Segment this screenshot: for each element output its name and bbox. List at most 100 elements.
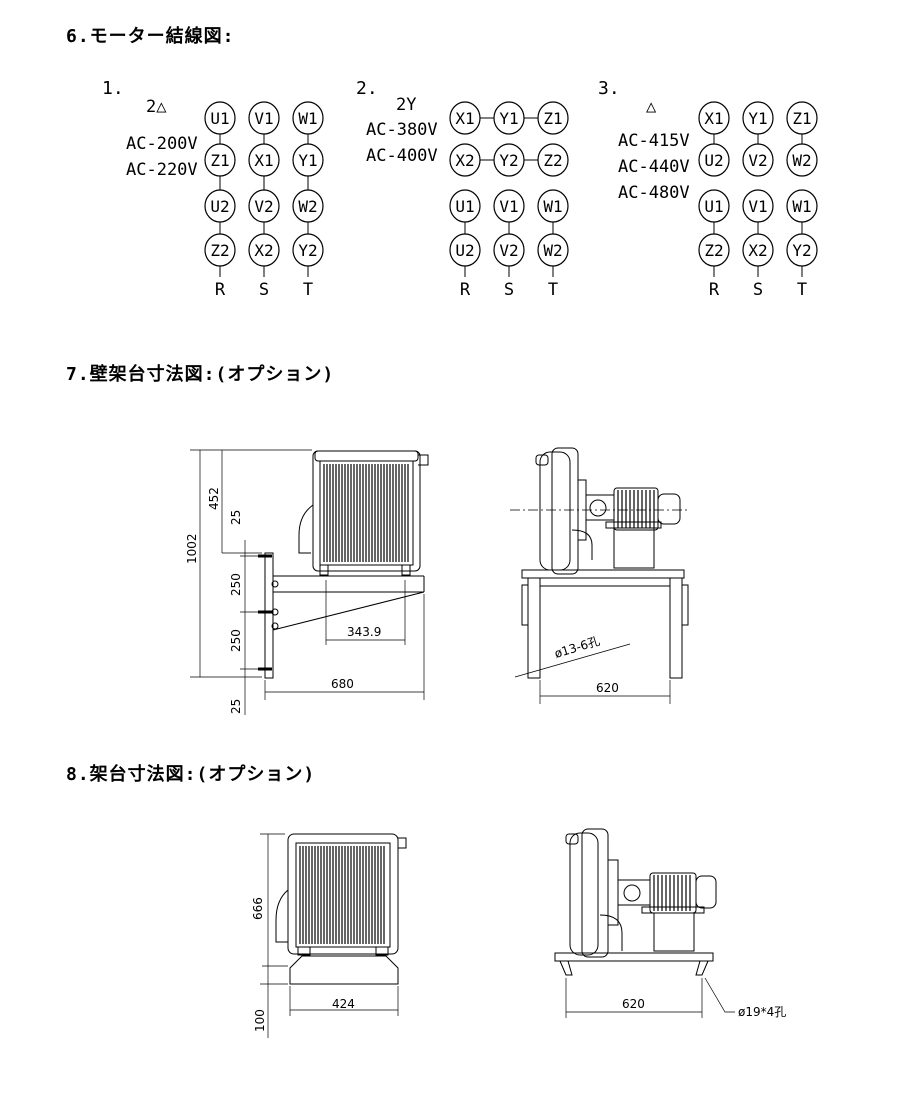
terminal-label: X1 (455, 109, 474, 128)
dim-offset: 343.9 (347, 625, 381, 639)
terminal-circle (537, 143, 569, 177)
terminal-label: W2 (792, 151, 811, 170)
terminal-label: X2 (254, 241, 273, 260)
terminal-label: V2 (499, 241, 518, 260)
terminal-label: U1 (210, 109, 229, 128)
diagram-3-symbol: △ (646, 97, 657, 117)
terminal-circle (449, 233, 481, 267)
phase-label: T (548, 280, 558, 300)
terminal-label: X2 (748, 241, 767, 260)
diagram-2-symbol: 2Y (396, 95, 417, 115)
diagram-2-number: 2. (356, 78, 378, 99)
terminal-circle (537, 233, 569, 267)
terminal-circle (204, 233, 236, 267)
terminal-circle (493, 143, 525, 177)
phase-label: S (259, 280, 269, 300)
terminal-circle (493, 189, 525, 223)
diagram-1-symbol: 2△ (146, 97, 167, 117)
terminal-label: Y2 (792, 241, 811, 260)
stand-side-view (554, 828, 735, 1018)
terminal-circle (698, 189, 730, 223)
dim-total-height: 1002 (185, 533, 199, 564)
stand-front-view (260, 833, 407, 1038)
diagram-3-voltage: AC-440V (618, 157, 690, 177)
terminal-circle (292, 143, 324, 177)
terminal-label: Z1 (792, 109, 811, 128)
terminal-circle (204, 143, 236, 177)
terminal-label: Y2 (499, 151, 518, 170)
wall-mount-side-view (510, 447, 690, 704)
section-6-title: 6.モーター結線図: (66, 26, 235, 47)
terminal-label: U2 (704, 151, 723, 170)
terminal-label: U2 (455, 241, 474, 260)
dim-depth: 680 (331, 677, 354, 691)
phase-label: T (303, 280, 313, 300)
terminal-circle (449, 101, 481, 135)
terminal-circle (449, 189, 481, 223)
terminal-label: U1 (455, 197, 474, 216)
diagram-2-voltage: AC-400V (366, 146, 438, 166)
dim-width: 620 (596, 681, 619, 695)
terminal-circle (493, 101, 525, 135)
terminal-label: U1 (704, 197, 723, 216)
terminal-label: Y1 (298, 151, 317, 170)
diagram-3-voltage: AC-415V (618, 131, 690, 151)
dim-bracket-lower: 250 (229, 629, 243, 652)
terminal-circle (742, 233, 774, 267)
terminal-label: X1 (704, 109, 723, 128)
terminal-label: Z2 (543, 151, 562, 170)
terminal-label: W1 (792, 197, 811, 216)
dim-holes: ø13-6孔 (553, 634, 602, 661)
diagram-3-voltage: AC-480V (618, 183, 690, 203)
terminal-label: Y2 (298, 241, 317, 260)
wall-mount-front-view (190, 449, 429, 715)
terminal-circle (786, 101, 818, 135)
stand-dim-width: 620 (622, 997, 645, 1011)
diagram-1-voltage: AC-220V (126, 160, 198, 180)
terminal-circle (786, 143, 818, 177)
terminal-label: V1 (748, 197, 767, 216)
terminal-circle (698, 143, 730, 177)
terminal-label: V1 (499, 197, 518, 216)
terminal-label: W2 (543, 241, 562, 260)
terminal-circle (698, 233, 730, 267)
terminal-label: V2 (748, 151, 767, 170)
terminal-circle (493, 233, 525, 267)
stand-dim-holes: ø19*4孔 (738, 1005, 786, 1019)
terminal-label: Z1 (210, 151, 229, 170)
terminal-circle (786, 189, 818, 223)
terminal-circle (204, 189, 236, 223)
terminal-circle (248, 101, 280, 135)
stand-dim-height: 666 (251, 897, 265, 920)
terminal-circle (698, 101, 730, 135)
terminal-label: U2 (210, 197, 229, 216)
terminal-circle (449, 143, 481, 177)
terminal-label: W2 (298, 197, 317, 216)
phase-label: S (504, 280, 514, 300)
terminal-label: W1 (298, 109, 317, 128)
diagram-3-number: 3. (598, 78, 620, 99)
terminal-label: V1 (254, 109, 273, 128)
terminal-circle (248, 233, 280, 267)
phase-label: R (460, 280, 471, 300)
terminal-circle (292, 189, 324, 223)
terminal-circle (742, 101, 774, 135)
terminal-circle (292, 233, 324, 267)
terminal-circle (786, 233, 818, 267)
terminal-label: V2 (254, 197, 273, 216)
terminal-label: Y1 (748, 109, 767, 128)
terminal-label: Z2 (210, 241, 229, 260)
phase-label: T (797, 280, 807, 300)
terminal-circle (292, 101, 324, 135)
terminal-circle (742, 189, 774, 223)
dim-bottom-gap: 25 (229, 699, 243, 714)
phase-label: R (709, 280, 720, 300)
terminal-label: X2 (455, 151, 474, 170)
terminal-label: X1 (254, 151, 273, 170)
terminal-label: Y1 (499, 109, 518, 128)
terminal-circle (742, 143, 774, 177)
stand-dim-depth: 424 (332, 997, 355, 1011)
terminal-label: Z2 (704, 241, 723, 260)
section-8-title: 8.架台寸法図:(オプション) (66, 764, 316, 785)
